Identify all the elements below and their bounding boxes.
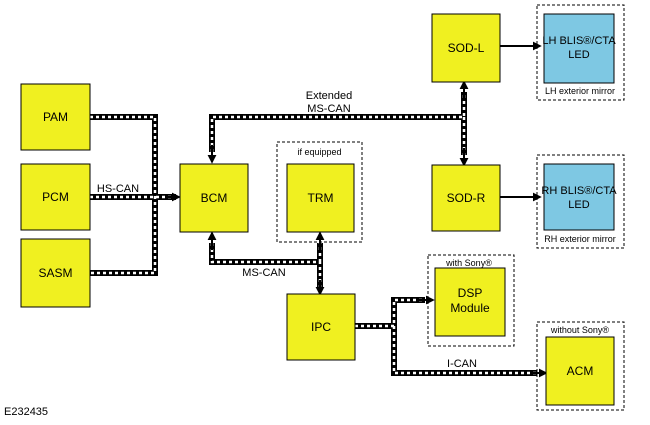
pam-module: PAM bbox=[20, 83, 91, 151]
acm-label: ACM bbox=[567, 364, 594, 378]
sod-l-label: SOD-L bbox=[448, 41, 485, 55]
rh-blis-led: RH BLIS®/CTA LED bbox=[541, 163, 617, 231]
dsp-label-line2: Module bbox=[450, 301, 490, 315]
figure-id: E232435 bbox=[4, 406, 48, 418]
acm-group-caption: without Sony® bbox=[550, 325, 610, 335]
lh-mirror-caption: LH exterior mirror bbox=[545, 86, 615, 96]
lh-blis-led: LH BLIS®/CTA LED bbox=[542, 13, 616, 84]
sod-l-module: SOD-L bbox=[431, 13, 501, 83]
acm-group-box bbox=[536, 321, 625, 411]
ms-can-label: MS-CAN bbox=[242, 267, 285, 279]
pcm-label: PCM bbox=[42, 190, 69, 204]
hs-can-bus bbox=[90, 114, 181, 276]
sasm-module: SASM bbox=[20, 238, 91, 308]
lh-led-label-line2: LED bbox=[568, 49, 589, 61]
sasm-label: SASM bbox=[38, 266, 72, 280]
i-can-label: I-CAN bbox=[447, 358, 477, 370]
extended-ms-can-label-line2: MS-CAN bbox=[307, 103, 350, 115]
extended-ms-can-label-line1: Extended bbox=[306, 90, 352, 102]
rh-mirror-caption: RH exterior mirror bbox=[544, 234, 616, 244]
i-can-bus bbox=[355, 295, 548, 378]
lh-mirror-group-box bbox=[536, 4, 625, 101]
hs-can-label: HS-CAN bbox=[97, 183, 139, 195]
bcm-module: BCM bbox=[179, 163, 249, 233]
trm-module: TRM bbox=[286, 163, 355, 233]
pcm-module: PCM bbox=[20, 163, 91, 231]
pam-label: PAM bbox=[43, 110, 68, 124]
sod-r-module: SOD-R bbox=[431, 164, 501, 232]
sod-r-label: SOD-R bbox=[447, 191, 486, 205]
ipc-label: IPC bbox=[311, 320, 331, 334]
acm-module: ACM bbox=[545, 336, 615, 406]
dsp-label-line1: DSP bbox=[458, 286, 483, 300]
dsp-group-caption: with Sony® bbox=[445, 258, 492, 268]
ms-can-bus bbox=[207, 231, 325, 296]
dsp-group-box bbox=[427, 254, 515, 347]
rh-led-label-line1: RH BLIS®/CTA bbox=[541, 185, 617, 197]
trm-group-caption: if equipped bbox=[297, 147, 341, 157]
trm-label: TRM bbox=[308, 191, 334, 205]
bcm-label: BCM bbox=[201, 191, 228, 205]
rh-led-label-line2: LED bbox=[568, 199, 589, 211]
extended-ms-can-bus bbox=[207, 80, 469, 167]
dsp-module: DSP Module bbox=[434, 267, 506, 337]
lh-led-label-line1: LH BLIS®/CTA bbox=[542, 35, 616, 47]
ipc-module: IPC bbox=[286, 293, 356, 361]
